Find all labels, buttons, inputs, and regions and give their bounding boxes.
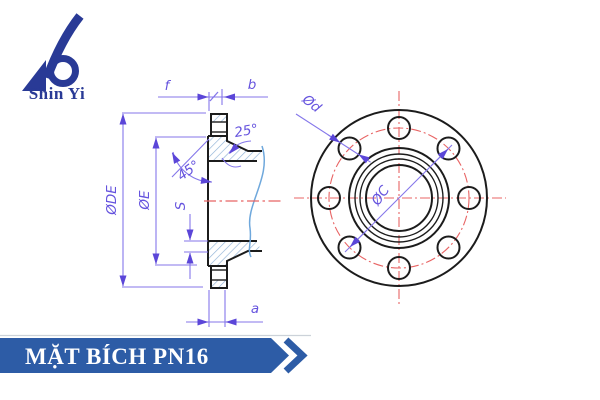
bolt-hole: [337, 235, 362, 260]
dim-label-s: S: [173, 201, 189, 210]
bolt-hole: [387, 116, 411, 140]
section-dimensions: f b ØDE ØE S a: [104, 77, 268, 327]
double-chevron-right-icon: [283, 337, 308, 374]
brand-name: Shin Yi: [29, 84, 86, 103]
banner-ribbon: [0, 338, 289, 373]
section-outline: [207, 113, 262, 289]
bolt-hole: [387, 256, 411, 280]
banner-title: MẶT BÍCH PN16: [25, 344, 209, 369]
logo-mark-ring-icon: [47, 55, 79, 87]
logo: Shin Yi: [22, 13, 86, 103]
dim-label-25deg: 25°: [233, 121, 259, 141]
dim-label-b: b: [248, 77, 257, 93]
bolt-circle: [328, 127, 470, 269]
pipe-break-line: [248, 145, 265, 258]
bolt-hole: [436, 136, 461, 161]
bolt-hole: [317, 186, 341, 210]
bolt-hole: [436, 235, 461, 260]
dim-label-od: Ød: [298, 91, 324, 116]
dim-label-ode: ØDE: [104, 185, 120, 216]
bolt-hole: [337, 136, 362, 161]
dim-label-oe: ØE: [137, 190, 153, 211]
dim-label-f: f: [165, 78, 172, 94]
bolt-hole: [457, 186, 481, 210]
front-centerlines: [294, 91, 506, 305]
logo-mark-triangle-icon: [22, 60, 46, 91]
section-view: f b ØDE ØE S a: [104, 77, 284, 327]
dim-label-oc: ØC: [368, 182, 394, 209]
flange-outer-circle: [310, 109, 488, 287]
front-view: ØC Ød: [294, 91, 506, 305]
bolt-holes: [317, 116, 481, 280]
dim-label-a: a: [251, 301, 259, 317]
banner: MẶT BÍCH PN16: [0, 334, 311, 374]
raised-face-and-bore-circles: [348, 147, 450, 249]
